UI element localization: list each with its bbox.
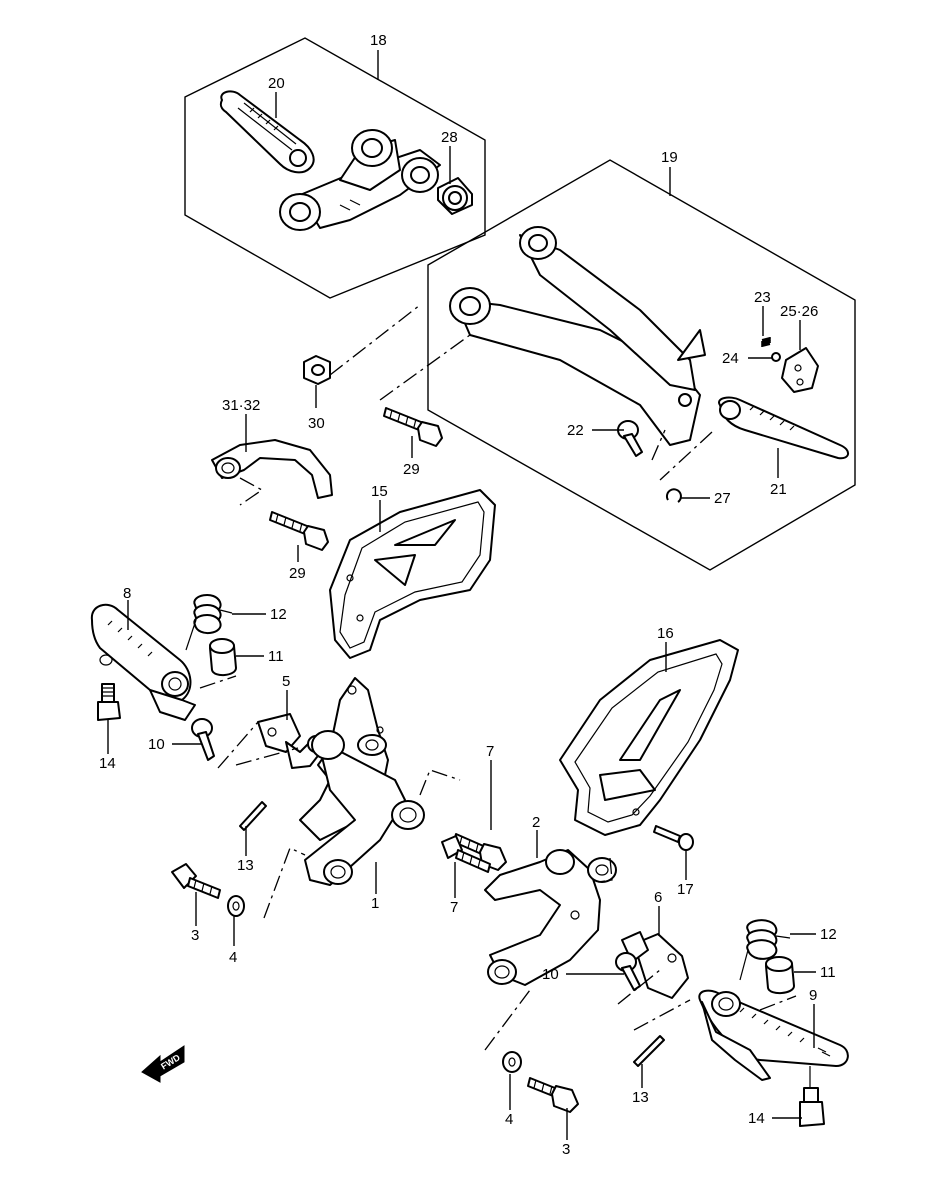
kit-bracket-19 [449,226,706,446]
cotter-pin-13-left [239,801,267,831]
callout-23: 23 [754,289,771,306]
kit-bracket [279,129,441,231]
kit-19-outline [427,159,856,571]
callout-2: 2 [532,814,540,831]
bolt-3-right [527,1077,579,1113]
kit-18-outline [184,37,486,299]
spring-12-right [739,919,791,981]
callout-11-right: 11 [820,964,836,981]
bolt-14-right [799,1087,825,1127]
callout-25-26: 25·26 [780,303,818,320]
fwd-arrow-icon: FWD [141,1045,185,1083]
kit-spacer-28 [437,177,473,215]
kit-footrest-20 [219,90,315,174]
bracket-1 [299,677,425,886]
heel-guard-15 [329,489,496,659]
footrest-9 [698,989,849,1081]
callout-16: 16 [657,625,674,642]
pin-10-left [191,718,215,761]
callout-31-32: 31·32 [222,397,260,414]
bolt-7-lower [441,835,491,873]
callout-13-right: 13 [632,1089,649,1106]
guide-line-13-right [633,999,691,1031]
callout-8: 8 [123,585,131,602]
callout-17: 17 [677,881,694,898]
callout-29-lower: 29 [289,565,306,582]
washer-4-left [227,895,245,917]
bolt-29-lower [269,511,329,551]
callout-4-right: 4 [505,1111,513,1128]
guide-line-10-right [617,969,661,1005]
callout-29-upper: 29 [403,461,420,478]
callout-13-left: 13 [237,857,254,874]
callout-15: 15 [371,483,388,500]
guide-line-29-upper [379,334,471,401]
kit-clip-27 [665,488,682,503]
kit-spring-23 [761,337,771,347]
bracket-31-32 [211,439,333,499]
callout-18: 18 [370,32,387,49]
callout-20: 20 [268,75,285,92]
guide-line-11-right [759,995,797,1011]
footrest-8 [90,603,196,721]
guide-line-13-left [235,747,299,766]
bolt-29-upper [383,407,443,447]
kit-footrest-21 [718,396,849,460]
guide-line-30 [329,304,421,376]
kit-ball-24 [771,352,781,362]
callout-labels: 18 20 28 19 23 25·26 24 30 31·32 29 22 2… [99,32,837,1158]
callout-10-left: 10 [148,736,165,753]
callout-14-left: 14 [99,755,116,772]
pin-10-right [615,952,641,991]
cotter-pin-13-right [633,1035,665,1067]
nut-30 [303,355,331,385]
bracket-2 [484,849,617,986]
callout-7-upper: 7 [486,743,494,760]
screw-17 [653,825,694,851]
guide-line-11 [199,675,237,689]
guide-line-2-upper [597,857,613,883]
callout-28: 28 [441,129,458,146]
callout-12-left: 12 [270,606,287,623]
bolt-3-left [171,863,221,899]
callout-27: 27 [714,490,731,507]
callout-1: 1 [371,895,379,912]
callout-11-left: 11 [268,648,284,665]
bolt-14-left [97,683,121,721]
callout-9: 9 [809,987,817,1004]
callout-30: 30 [308,415,325,432]
guide-line-31 [239,477,264,506]
callout-5: 5 [282,673,290,690]
kit-19-guide-lines [651,429,713,481]
callout-22: 22 [567,422,584,439]
cap-11-right [765,956,795,994]
heel-guard-16 [559,639,739,836]
spring-12-left [185,594,233,651]
leader-lines [107,50,816,1140]
callout-21: 21 [770,481,787,498]
cap-11-left [209,638,237,676]
callout-3-right: 3 [562,1141,570,1158]
guide-line-7-upper [419,769,461,796]
callout-12-right: 12 [820,926,837,943]
callout-10-right: 10 [542,966,559,983]
callout-3-left: 3 [191,927,199,944]
callout-7-lower: 7 [450,899,458,916]
bracket-6 [621,931,689,999]
kit-pin-22 [617,420,643,457]
callout-6: 6 [654,889,662,906]
callout-24: 24 [722,350,739,367]
kit-plate-25-26 [781,347,819,393]
washer-4-right [502,1051,522,1073]
guide-line-2-lower [484,989,531,1051]
guide-line-5 [217,721,259,769]
guide-line-1-lower [263,847,306,919]
callout-4-left: 4 [229,949,237,966]
callout-19: 19 [661,149,678,166]
callout-14-right: 14 [748,1110,765,1127]
